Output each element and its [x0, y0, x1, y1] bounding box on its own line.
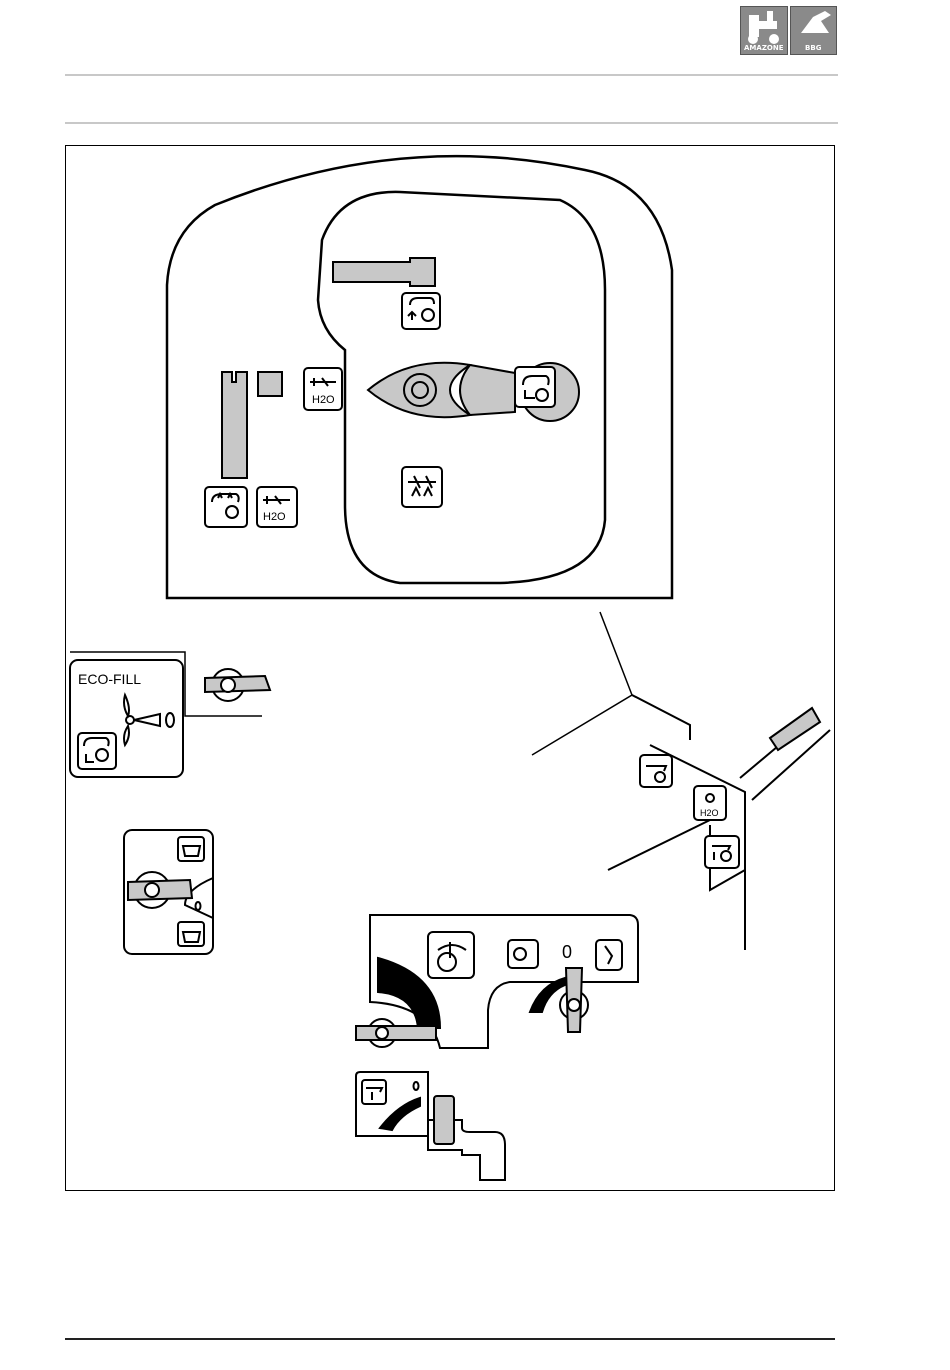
ecofill-title: ECO-FILL — [78, 671, 141, 687]
left-valve-handle-icon — [356, 1026, 436, 1040]
bottom-control-panel: 0 — [356, 915, 638, 1048]
filter-symbol-icon — [508, 940, 538, 968]
drain-valve-detail — [356, 1072, 505, 1180]
ecofill-handle-icon — [205, 676, 270, 692]
pressure-tank-symbol-icon — [515, 367, 555, 407]
lever-handle-icon — [770, 708, 820, 750]
lever-stop-icon — [258, 372, 282, 396]
main-panel-inset: H2O H2O — [167, 156, 672, 598]
agitator-symbol-icon — [402, 467, 442, 507]
overview-tank-symbol-icon — [640, 755, 672, 787]
ecofill-callout: ECO-FILL — [70, 652, 270, 778]
drain-handle-icon — [434, 1096, 454, 1144]
h2o-label-3: H2O — [700, 808, 719, 818]
drain-symbol-icon — [362, 1080, 386, 1104]
upper-lever-icon — [333, 258, 435, 286]
panel-zero-mark: 0 — [562, 942, 572, 962]
h2o-label: H2O — [312, 394, 335, 406]
spray-gun-symbol-icon — [596, 940, 622, 970]
machine-overview: H2O — [532, 612, 830, 950]
h2o-label-2: H2O — [263, 511, 286, 523]
footer-rule — [65, 1338, 835, 1340]
selector-valve-detail — [124, 830, 213, 954]
left-lever-icon — [222, 372, 247, 478]
